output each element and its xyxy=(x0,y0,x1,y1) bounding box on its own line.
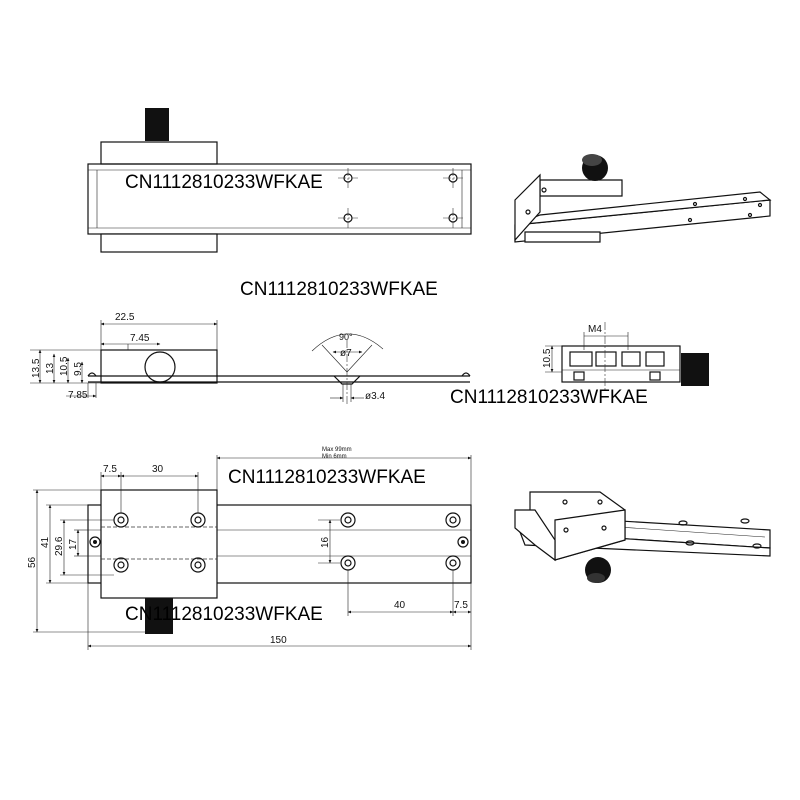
dim-10-5: 10.5 xyxy=(59,356,70,376)
watermark-3: CN1112810233WFKAE xyxy=(450,387,648,408)
end-profile xyxy=(561,345,681,383)
dim-40: 40 xyxy=(394,600,406,611)
max-travel: Max 99mm xyxy=(322,447,352,453)
mount-holes xyxy=(338,168,463,228)
watermark-1: CN1112810233WFKAE xyxy=(125,172,323,193)
angle-90: 90° xyxy=(339,332,353,342)
watermark-4: CN1112810233WFKAE xyxy=(228,467,426,488)
clamp-knob xyxy=(681,353,709,386)
mount-holes xyxy=(89,512,469,573)
clamp-block-lower xyxy=(100,233,218,253)
dim-7-5-left: 7.5 xyxy=(103,464,117,475)
iso-view-bottom xyxy=(514,491,771,583)
dim-22-5: 22.5 xyxy=(115,312,135,323)
dimensioned-plan: Max 99mm Min 6mm 7.5 30 56 41 29.6 17 16 xyxy=(27,447,472,650)
watermark-2: CN1112810233WFKAE xyxy=(240,279,438,300)
rail-body xyxy=(87,504,472,584)
dim-7-85: 7.85 xyxy=(68,390,88,401)
dim-17: 17 xyxy=(68,538,79,550)
dim-9-5: 9.5 xyxy=(73,362,84,376)
dim-7-5-right: 7.5 xyxy=(454,600,468,611)
dim-10-5-end: 10.5 xyxy=(542,348,553,368)
dim-7-45: 7.45 xyxy=(130,333,150,344)
dim-13-5: 13.5 xyxy=(31,358,42,378)
min-travel: Min 6mm xyxy=(322,454,347,460)
rail-body xyxy=(87,163,472,235)
dim-30: 30 xyxy=(152,464,164,475)
end-view: M4 10.5 xyxy=(542,322,709,390)
knob-end xyxy=(144,351,176,383)
plan-view xyxy=(87,108,472,253)
dim-13: 13 xyxy=(45,362,56,374)
watermark-5: CN1112810233WFKAE xyxy=(125,604,323,625)
side-view: 22.5 7.45 13.5 13 10.5 9.5 7.85 90° ø7 ø… xyxy=(30,312,471,405)
dim-56: 56 xyxy=(27,556,38,568)
dia-3-4: ø3.4 xyxy=(365,391,385,402)
iso-view-top xyxy=(514,154,772,243)
clamp-block-upper xyxy=(100,141,218,165)
clamp-knob xyxy=(145,598,173,634)
clamp-knob xyxy=(145,108,169,141)
carriage-block xyxy=(100,489,218,599)
dim-29-6: 29.6 xyxy=(54,536,65,556)
dim-16: 16 xyxy=(320,536,331,548)
dim-41: 41 xyxy=(40,536,51,548)
dim-150: 150 xyxy=(270,635,287,646)
thread-m4: M4 xyxy=(588,324,602,335)
dia-7: ø7 xyxy=(340,348,352,359)
